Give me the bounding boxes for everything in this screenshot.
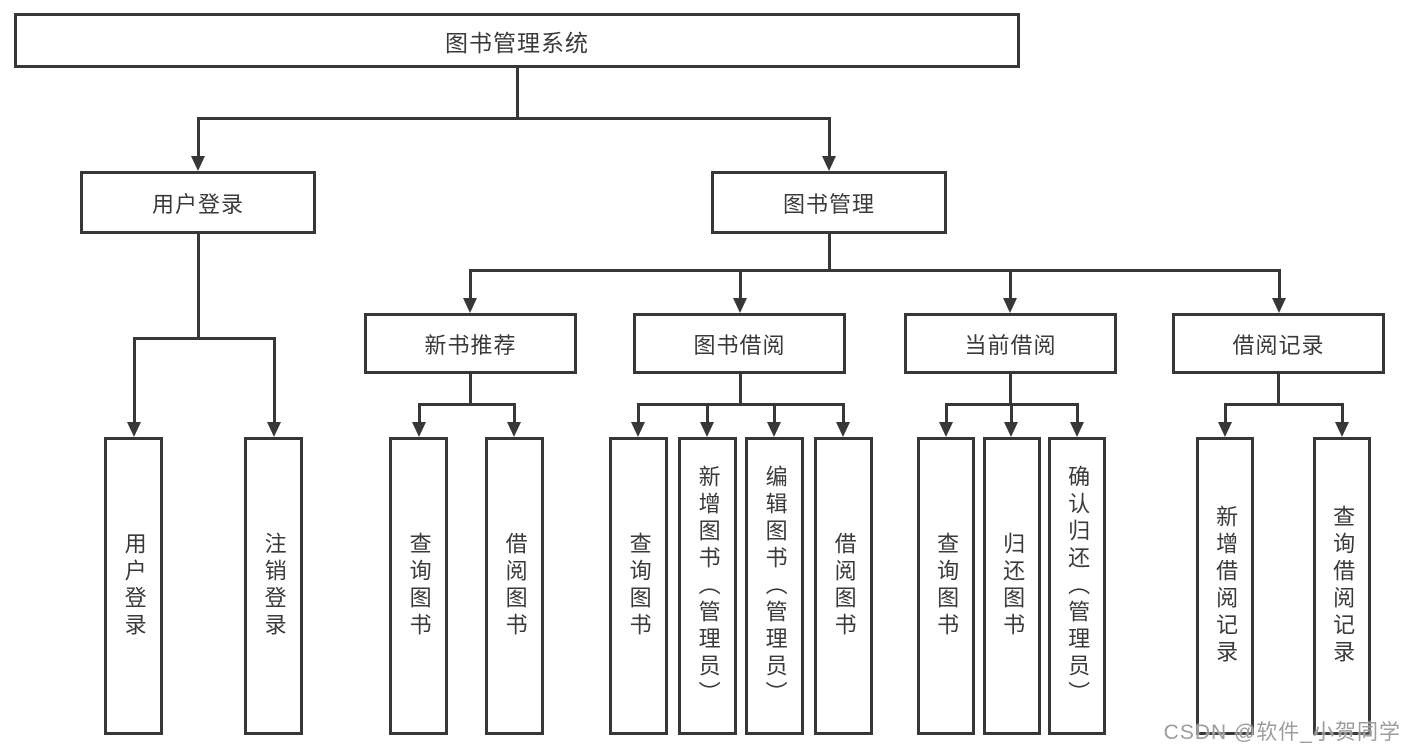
arrowhead-icon [822,156,836,171]
connector-mgmt-branch [468,269,1281,272]
connector-current-drop-1 [944,403,948,423]
node-root: 图书管理系统 [14,13,1020,68]
connector-login-drop-1 [132,337,136,423]
node-label: 图书借阅 [693,332,786,358]
connector-mgmt-drop-2 [738,269,742,300]
connector-login-trunk [196,234,200,337]
node-label: 新增图书（管理员） [695,464,721,708]
connector-root-left-drop [196,117,200,158]
node-label: 新增借阅记录 [1213,505,1239,667]
leaf-edit-book-admin: 编辑图书（管理员） [745,437,804,735]
node-book-borrow: 图书借阅 [633,313,846,374]
leaf-query-books-borrow: 查询图书 [609,437,668,735]
node-label: 借阅图书 [502,532,528,640]
node-user-login: 用户登录 [80,171,316,234]
leaf-confirm-return-admin: 确认归还（管理员） [1048,437,1106,735]
watermark-text: CSDN @软件_小贺同学 [1163,721,1401,744]
leaf-add-borrow-record: 新增借阅记录 [1196,437,1254,735]
leaf-logout: 注销登录 [244,437,303,735]
connector-borrow-drop-3 [772,403,776,423]
connector-borrow-drop-1 [636,403,640,423]
connector-recommend-drop-2 [512,403,516,423]
connector-borrow-drop-4 [841,403,845,423]
arrowhead-icon [1218,422,1232,437]
arrowhead-icon [463,298,477,313]
connector-borrow-trunk [738,374,742,403]
connector-current-drop-2 [1009,403,1013,423]
arrowhead-icon [507,422,521,437]
arrowhead-icon [767,422,781,437]
arrowhead-icon [267,422,281,437]
node-label: 查询借阅记录 [1330,505,1356,667]
node-label: 新书推荐 [424,332,517,358]
connector-mgmt-drop-3 [1008,269,1012,300]
node-label: 借阅图书 [831,532,857,640]
leaf-query-books-current: 查询图书 [917,437,975,735]
connector-recommend-branch [417,403,516,406]
arrowhead-icon [1004,422,1018,437]
connector-login-branch [132,337,276,340]
node-label: 当前借阅 [964,332,1057,358]
node-label: 查询图书 [626,532,652,640]
connector-mgmt-trunk [827,234,831,269]
arrowhead-icon [127,422,141,437]
leaf-user-login: 用户登录 [104,437,163,735]
leaf-return-book: 归还图书 [983,437,1041,735]
arrowhead-icon [836,422,850,437]
connector-mgmt-drop-4 [1277,269,1281,300]
leaf-add-book-admin: 新增图书（管理员） [678,437,737,735]
node-book-management: 图书管理 [711,171,947,234]
arrowhead-icon [631,422,645,437]
arrowhead-icon [939,422,953,437]
leaf-borrow-books-recommend: 借阅图书 [485,437,544,735]
node-label: 图书管理系统 [445,29,589,56]
connector-records-trunk [1276,374,1280,403]
node-current-borrow: 当前借阅 [904,313,1117,374]
arrowhead-icon [412,422,426,437]
connector-root-branch [196,117,831,120]
connector-root-right-drop [827,117,831,158]
leaf-query-borrow-record: 查询借阅记录 [1313,437,1371,735]
arrowhead-icon [1272,298,1286,313]
arrowhead-icon [1070,422,1084,437]
arrowhead-icon [191,156,205,171]
node-label: 归还图书 [1000,532,1026,640]
leaf-query-books-recommend: 查询图书 [389,437,448,735]
node-label: 用户登录 [121,532,147,640]
leaf-borrow-books-borrow: 借阅图书 [814,437,873,735]
node-label: 图书管理 [782,191,875,217]
node-label: 查询图书 [406,532,432,640]
node-label: 查询图书 [934,532,960,640]
node-label: 确认归还（管理员） [1065,464,1091,708]
connector-records-drop-2 [1340,403,1344,423]
arrowhead-icon [1335,422,1349,437]
connector-mgmt-drop-1 [468,269,472,300]
node-borrow-records: 借阅记录 [1172,313,1385,374]
node-new-book-recommend: 新书推荐 [364,313,577,374]
arrowhead-icon [1003,298,1017,313]
connector-records-branch [1223,403,1344,406]
connector-borrow-drop-2 [705,403,709,423]
connector-current-drop-3 [1075,403,1079,423]
connector-recommend-drop-1 [417,403,421,423]
connector-records-drop-1 [1223,403,1227,423]
arrowhead-icon [733,298,747,313]
connector-login-drop-2 [272,337,276,423]
connector-borrow-branch [636,403,845,406]
connector-root-trunk [515,68,519,117]
connector-current-trunk [1008,374,1012,403]
node-label: 注销登录 [261,532,287,640]
connector-recommend-trunk [468,374,472,403]
arrowhead-icon [700,422,714,437]
node-label: 编辑图书（管理员） [762,464,788,708]
node-label: 借阅记录 [1232,332,1325,358]
node-label: 用户登录 [151,191,244,217]
